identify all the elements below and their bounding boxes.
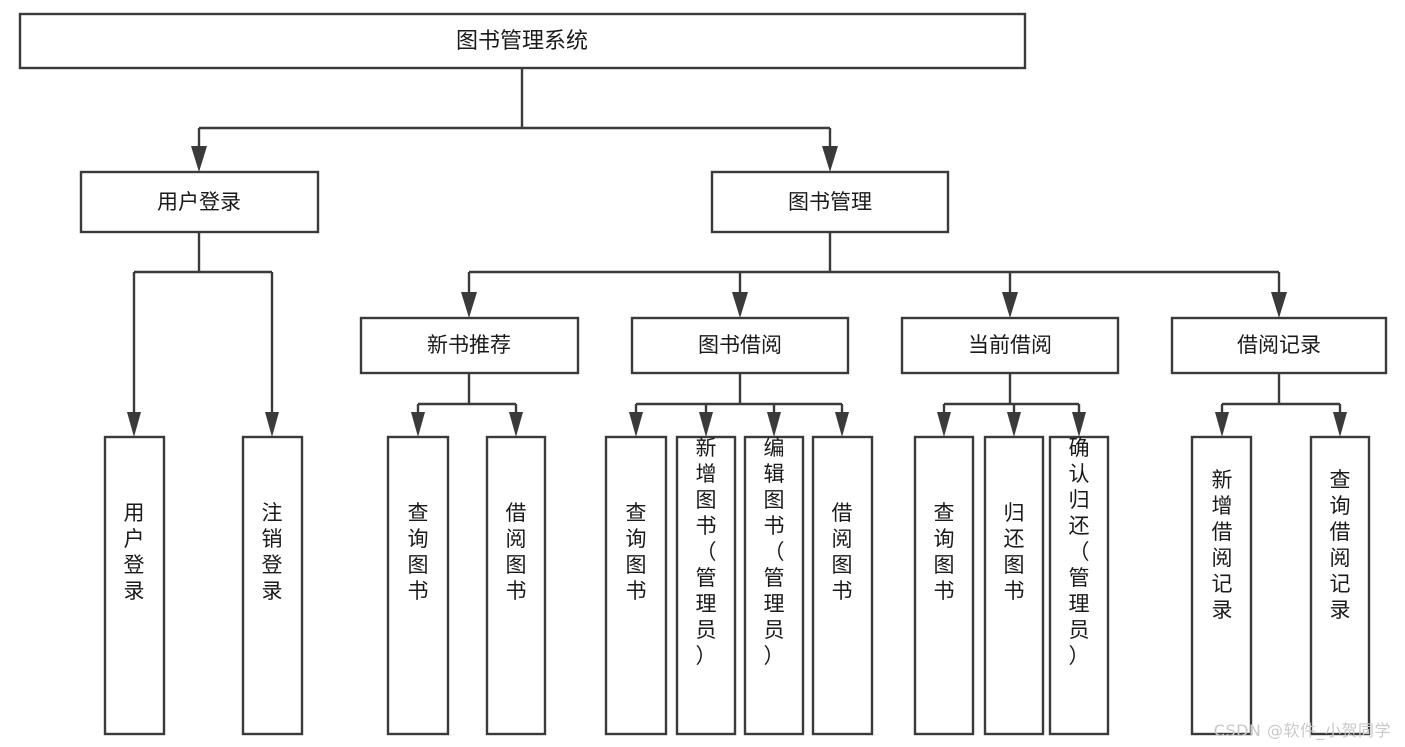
leaf-return-book-label: 归还图书 (1004, 501, 1025, 603)
node-book-borrow-label: 图书借阅 (698, 333, 782, 357)
leaf-node[interactable]: 查询图书 (386, 435, 450, 736)
arrow-icon-bookmanage-1 (461, 292, 477, 318)
connector-group-borrow-record (1215, 373, 1347, 437)
arrow-icon-bookmanage-4 (1271, 292, 1287, 318)
node-book-borrow-box[interactable] (630, 316, 850, 375)
leaf-add-book-label: 新增图书（管理员） (696, 436, 717, 668)
leaf-query-book-1-box[interactable] (386, 435, 450, 736)
leaf-node[interactable]: 用户登录 (103, 435, 166, 736)
leaf-node[interactable]: 编辑图书（管理员） (743, 435, 805, 736)
node-borrow-record[interactable]: 借阅记录 (1170, 316, 1388, 375)
arrow-icon-root-2 (822, 146, 838, 172)
connector-group-new-book (411, 373, 523, 437)
node-new-book-recommend[interactable]: 新书推荐 (359, 316, 580, 375)
arrow-icon-userlogin-2 (265, 412, 279, 437)
connector-group-root (191, 68, 838, 172)
leaf-user-login-label: 用户登录 (124, 501, 145, 603)
arrow-icon-root-1 (191, 146, 207, 172)
arrow-icon-bookborrow-3 (767, 412, 781, 437)
node-root[interactable]: 图书管理系统 (18, 12, 1027, 70)
leaf-add-record-box[interactable] (1190, 435, 1253, 736)
arrow-icon-bookborrow-2 (699, 412, 713, 437)
leaf-node[interactable]: 注销登录 (241, 435, 304, 736)
leaf-node[interactable]: 确认归还（管理员） (1048, 435, 1110, 736)
node-root-label: 图书管理系统 (456, 29, 588, 54)
arrow-icon-bookborrow-1 (629, 412, 643, 437)
node-borrow-record-box[interactable] (1170, 316, 1388, 375)
leaf-query-book-2-label: 查询图书 (626, 501, 647, 603)
connector-group-user-login (127, 232, 279, 437)
leaf-borrow-book-1-box[interactable] (485, 435, 547, 736)
connector-group-current-borrow (937, 373, 1086, 437)
leaf-query-book-3-box[interactable] (913, 435, 975, 736)
node-new-book-recommend-label: 新书推荐 (427, 333, 511, 357)
arrow-icon-newbook-2 (509, 412, 523, 437)
leaf-borrow-book-2-label: 借阅图书 (832, 501, 853, 603)
leaf-user-login-box[interactable] (103, 435, 166, 736)
leaf-query-book-2-box[interactable] (604, 435, 668, 736)
arrow-icon-currentborrow-3 (1072, 412, 1086, 437)
leaf-node[interactable]: 借阅图书 (811, 435, 874, 736)
node-book-manage-label: 图书管理 (788, 190, 872, 214)
connector-group-book-borrow (629, 373, 849, 437)
leaf-node[interactable]: 查询借阅记录 (1309, 435, 1371, 736)
leaf-node[interactable]: 借阅图书 (485, 435, 547, 736)
leaf-borrow-book-2-box[interactable] (811, 435, 874, 736)
leaf-node[interactable]: 新增借阅记录 (1190, 435, 1253, 736)
leaf-query-record-box[interactable] (1309, 435, 1371, 736)
node-borrow-record-label: 借阅记录 (1237, 333, 1321, 357)
node-current-borrow-label: 当前借阅 (968, 333, 1052, 357)
node-new-book-recommend-box[interactable] (359, 316, 580, 375)
leaf-confirm-return-label: 确认归还（管理员） (1069, 436, 1090, 668)
leaf-query-book-1-label: 查询图书 (408, 501, 429, 603)
node-book-borrow[interactable]: 图书借阅 (630, 316, 850, 375)
leaf-node[interactable]: 归还图书 (983, 435, 1045, 736)
node-root-box[interactable] (18, 12, 1027, 70)
leaf-logout-box[interactable] (241, 435, 304, 736)
leaf-node[interactable]: 新增图书（管理员） (675, 435, 737, 736)
arrow-icon-borrowrecord-2 (1333, 412, 1347, 437)
leaf-add-book-box[interactable] (675, 435, 737, 736)
node-user-login-label: 用户登录 (157, 190, 241, 214)
leaf-return-book-box[interactable] (983, 435, 1045, 736)
node-user-login-box[interactable] (79, 170, 320, 234)
leaf-add-record-label: 新增借阅记录 (1212, 468, 1233, 622)
leaf-confirm-return-box[interactable] (1048, 435, 1110, 736)
node-user-login[interactable]: 用户登录 (79, 170, 320, 234)
leaf-query-record-label: 查询借阅记录 (1330, 468, 1351, 622)
watermark: CSDN @软件_小贺同学 (1213, 721, 1391, 740)
leaf-logout-label: 注销登录 (262, 501, 283, 603)
leaf-node[interactable]: 查询图书 (913, 435, 975, 736)
node-current-borrow[interactable]: 当前借阅 (900, 316, 1120, 375)
connector-group-book-manage (461, 232, 1287, 318)
node-current-borrow-box[interactable] (900, 316, 1120, 375)
arrow-icon-newbook-1 (411, 412, 425, 437)
arrow-icon-bookmanage-2 (732, 292, 748, 318)
arrow-icon-bookborrow-4 (835, 412, 849, 437)
node-book-manage[interactable]: 图书管理 (710, 170, 950, 234)
arrow-icon-currentborrow-1 (937, 412, 951, 437)
leaf-query-book-3-label: 查询图书 (934, 501, 955, 603)
leaf-edit-book-label: 编辑图书（管理员） (764, 436, 785, 668)
leaf-borrow-book-1-label: 借阅图书 (506, 501, 527, 603)
node-book-manage-box[interactable] (710, 170, 950, 234)
arrow-icon-borrowrecord-1 (1215, 412, 1229, 437)
arrow-icon-userlogin-1 (127, 412, 141, 437)
leaf-node[interactable]: 查询图书 (604, 435, 668, 736)
leaf-edit-book-box[interactable] (743, 435, 805, 736)
arrow-icon-bookmanage-3 (1002, 292, 1018, 318)
arrow-icon-currentborrow-2 (1007, 412, 1021, 437)
